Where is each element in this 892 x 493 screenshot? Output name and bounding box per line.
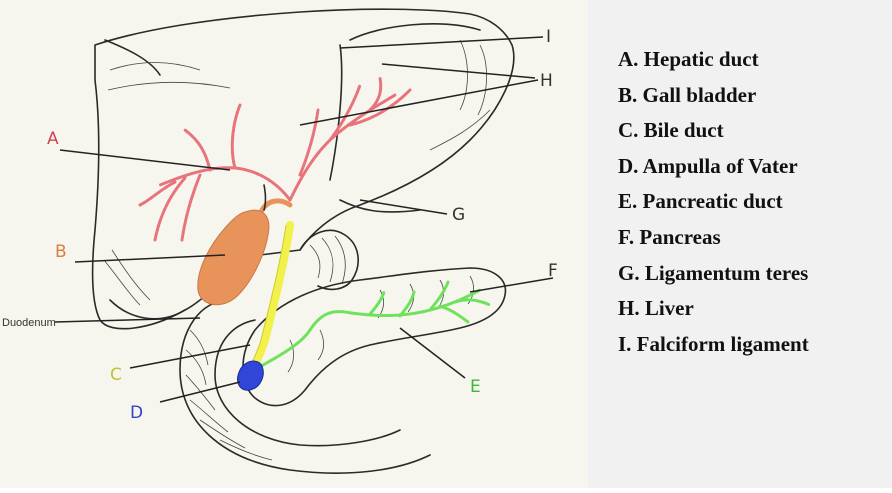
- pancreatic-duct: [256, 280, 492, 370]
- label-f: F: [548, 261, 558, 281]
- legend-item-ampulla-of-vater: D. Ampulla of Vater: [618, 153, 798, 178]
- legend-list: A. Hepatic duct B. Gall bladder C. Bile …: [618, 42, 809, 362]
- liver-pancreas-illustration: A B Duodenum C D E F G H I: [2, 8, 558, 474]
- label-b: B: [55, 242, 67, 262]
- label-g: G: [452, 205, 465, 225]
- stomach-outline: [299, 229, 359, 291]
- label-e: E: [470, 377, 481, 397]
- leader-lines: [54, 36, 554, 403]
- legend-item-gall-bladder: B. Gall bladder: [618, 82, 757, 107]
- falciform-ligament-line: [329, 44, 343, 181]
- gall-bladder: [197, 209, 270, 306]
- legend-item-falciform-ligament: I. Falciform ligament: [618, 331, 809, 356]
- duodenum-outline: [179, 299, 431, 474]
- hepatic-duct: [138, 76, 412, 242]
- legend-panel: A. Hepatic duct B. Gall bladder C. Bile …: [588, 0, 892, 488]
- liver-right-lobe-edge: [349, 23, 481, 41]
- liver-lower-edge: [339, 199, 421, 213]
- liver-edge: [104, 39, 161, 76]
- bile-duct: [251, 221, 294, 369]
- label-c: C: [110, 365, 122, 385]
- ampulla-of-vater: [237, 360, 264, 391]
- bile-duct-edge: [250, 224, 287, 366]
- legend-item-pancreatic-duct: E. Pancreatic duct: [618, 189, 783, 214]
- duodenum-shading: [185, 329, 273, 461]
- liver-left-tip: [109, 299, 186, 320]
- cystic-duct: [259, 198, 293, 213]
- label-duodenum: Duodenum: [2, 317, 56, 329]
- label-a: A: [47, 129, 59, 149]
- anatomy-drawing: A B Duodenum C D E F G H I: [0, 0, 588, 488]
- legend-item-pancreas: F. Pancreas: [618, 224, 721, 249]
- label-h: H: [540, 71, 553, 91]
- label-i: I: [546, 27, 551, 47]
- liver-shading: [103, 39, 491, 306]
- cystic-stem-line: [263, 184, 267, 211]
- legend-item-hepatic-duct: A. Hepatic duct: [618, 47, 759, 71]
- label-d: D: [130, 403, 143, 423]
- liver-outline: [91, 8, 515, 330]
- legend-item-ligamentum-teres: G. Ligamentum teres: [618, 260, 809, 285]
- legend-item-liver: H. Liver: [618, 296, 694, 321]
- stomach-shading: [309, 235, 346, 285]
- pancreas-outline: [242, 267, 507, 407]
- legend-item-bile-duct: C. Bile duct: [618, 118, 724, 143]
